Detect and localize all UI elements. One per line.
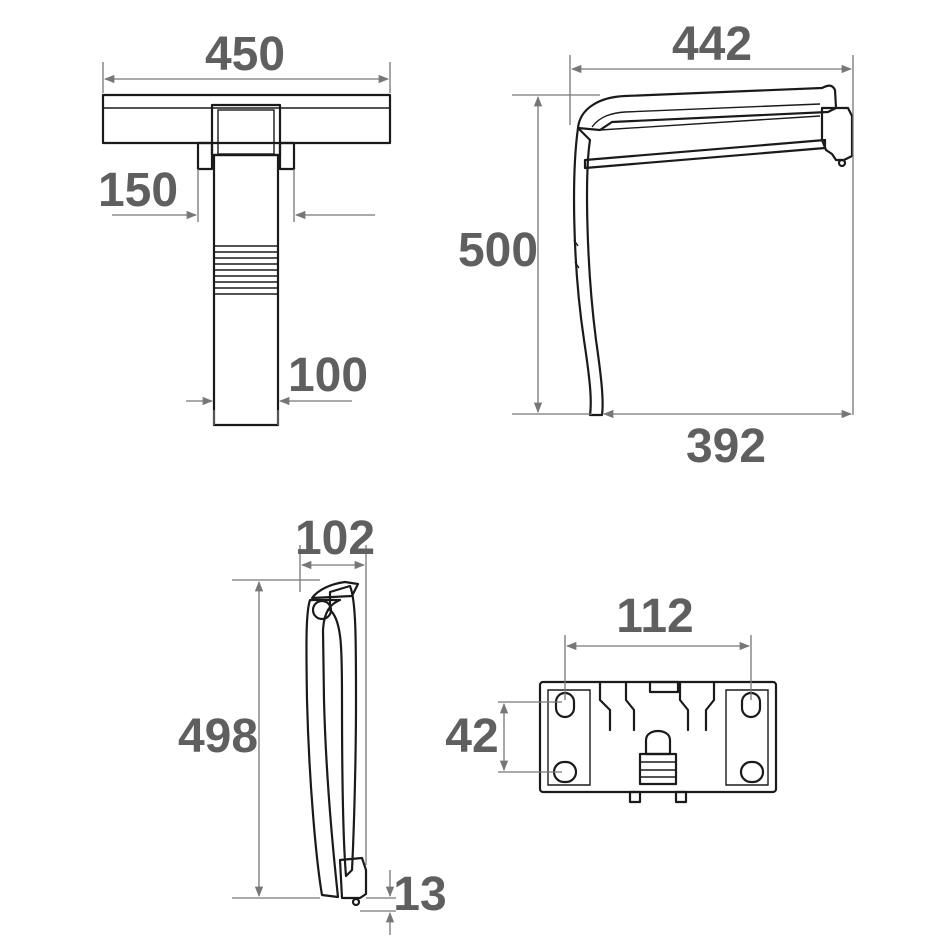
dim-arm-width: 150 <box>98 164 178 217</box>
dim-overall-width: 450 <box>205 28 285 81</box>
leg-curve <box>572 126 604 417</box>
dim-folded-depth: 102 <box>295 512 375 565</box>
screw-hole-bottom-right <box>739 760 765 784</box>
dim-leg-width: 100 <box>288 349 368 402</box>
dim-depth: 442 <box>672 18 752 71</box>
side-view-folded: 102 498 13 <box>178 512 447 935</box>
wall-bracket-view: 112 42 <box>445 590 778 804</box>
wall-bracket-side <box>820 106 854 162</box>
grip-ribs <box>214 245 278 295</box>
side-view-unfolded: 442 500 392 <box>458 18 854 473</box>
dim-bottom-offset: 13 <box>393 868 446 921</box>
dim-hole-spacing-horizontal: 112 <box>616 590 693 643</box>
folded-leg <box>328 584 358 878</box>
hinge-block <box>210 103 282 157</box>
leg <box>212 153 280 427</box>
folded-seat-outline <box>305 598 342 899</box>
dim-folded-height: 498 <box>178 710 258 763</box>
seat-arm <box>576 84 838 132</box>
lower-brace <box>583 138 827 170</box>
top-view: 450 150 100 <box>98 28 392 427</box>
dim-hole-spacing-vertical: 42 <box>445 710 498 763</box>
dim-floor-depth: 392 <box>686 420 766 473</box>
folded-bracket <box>338 856 368 900</box>
seat-plank <box>101 93 392 145</box>
dim-height: 500 <box>458 224 538 277</box>
center-latch <box>644 729 672 756</box>
